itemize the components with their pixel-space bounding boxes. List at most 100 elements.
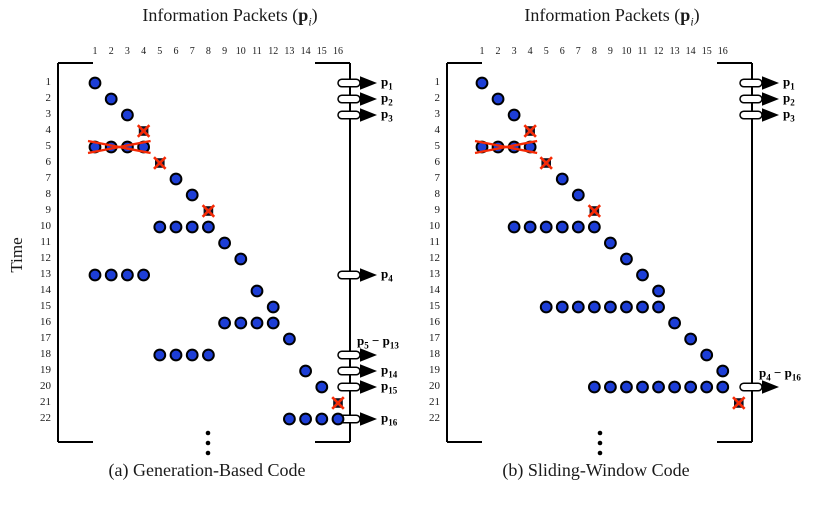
time-tick-label: 20 <box>40 380 51 392</box>
output-arrow-label: p14 <box>381 362 398 380</box>
packet-index-label: 16 <box>333 46 343 57</box>
time-tick-label: 1 <box>434 76 441 88</box>
packet-index-label: 4 <box>141 46 147 57</box>
time-tick-label: 8 <box>45 188 52 200</box>
packet-dot <box>283 412 296 426</box>
output-arrow-pipe <box>337 382 361 392</box>
output-arrow-label: p3 <box>381 106 393 124</box>
panel-b-title: Information Packets (pi) <box>524 5 700 29</box>
packet-dot <box>185 348 199 362</box>
packet-dot <box>315 380 329 394</box>
packet-dot <box>668 380 681 394</box>
packet-index-label: 12 <box>268 46 279 57</box>
packet-dot <box>620 300 633 314</box>
packet-index-label: 14 <box>685 46 696 57</box>
lost-packet-cross <box>201 204 216 218</box>
ellipsis-dot <box>597 440 603 446</box>
packet-dot <box>315 412 329 426</box>
packet-dot <box>185 220 199 234</box>
packet-index-label: 11 <box>252 46 262 57</box>
packet-dot <box>250 284 264 298</box>
output-arrow-pipe <box>739 78 763 88</box>
time-tick-label: 9 <box>434 204 441 216</box>
packet-dot <box>218 316 232 330</box>
time-tick-label: 3 <box>45 108 52 120</box>
packet-index-label: 4 <box>527 46 533 57</box>
packet-dot <box>604 380 617 394</box>
packet-dot <box>523 220 537 234</box>
time-tick-label: 13 <box>40 268 51 280</box>
packet-dot <box>234 316 248 330</box>
packet-dot <box>555 172 569 186</box>
time-tick-label: 13 <box>429 268 440 280</box>
packet-index-label: 2 <box>495 46 501 57</box>
time-tick-label: 16 <box>40 316 51 328</box>
packet-dot <box>234 252 248 266</box>
packet-dot <box>121 268 134 282</box>
time-tick-label: 1 <box>45 76 52 88</box>
output-arrow-head <box>360 92 377 106</box>
lost-packet-cross <box>732 396 746 410</box>
packet-dot <box>331 412 345 426</box>
output-arrow-label: p15 <box>381 378 398 396</box>
ellipsis-dot <box>597 450 603 456</box>
output-arrow-head <box>360 364 377 378</box>
time-tick-label: 12 <box>40 252 51 264</box>
packet-dot <box>652 380 665 394</box>
packet-dot <box>202 348 215 362</box>
packet-dot <box>250 316 264 330</box>
packet-index-label: 15 <box>316 46 327 57</box>
time-tick-label: 15 <box>40 300 51 312</box>
packet-dot <box>283 332 296 346</box>
time-tick-label: 22 <box>429 412 440 424</box>
time-tick-label: 7 <box>434 172 441 184</box>
packet-index-label: 8 <box>205 46 211 57</box>
packet-index-label: 7 <box>189 46 195 57</box>
packet-index-label: 1 <box>92 46 98 57</box>
packet-dot <box>507 108 521 122</box>
time-tick-label: 14 <box>429 284 440 296</box>
output-arrow-label: p2 <box>381 90 393 108</box>
packet-dot <box>620 380 633 394</box>
time-tick-label: 16 <box>429 316 440 328</box>
packet-dot <box>299 412 313 426</box>
packet-index-label: 13 <box>284 46 295 57</box>
packet-dot <box>104 268 118 282</box>
packet-dot <box>299 364 313 378</box>
packet-index-label: 15 <box>701 46 712 57</box>
output-arrow-pipe <box>337 78 361 88</box>
output-arrow-pipe <box>739 94 763 104</box>
packet-dot <box>604 300 617 314</box>
time-tick-label: 10 <box>429 220 440 232</box>
time-tick-label: 2 <box>45 92 52 104</box>
time-tick-label: 15 <box>429 300 440 312</box>
packet-dot <box>169 348 183 362</box>
output-arrow-pipe <box>337 110 361 120</box>
packet-dot <box>555 300 569 314</box>
time-tick-label: 3 <box>434 108 441 120</box>
packet-index-label: 6 <box>559 46 565 57</box>
packet-dot <box>555 220 569 234</box>
lost-packet-cross <box>153 156 167 170</box>
packet-dot <box>587 300 601 314</box>
packet-dot <box>153 220 167 234</box>
output-arrow-label: p4 <box>381 266 393 284</box>
packet-dot <box>137 268 151 282</box>
output-arrow-pipe <box>337 270 361 280</box>
time-tick-label: 4 <box>434 124 441 136</box>
packet-dot <box>104 92 118 106</box>
time-tick-label: 19 <box>429 364 440 376</box>
packet-dot <box>121 108 134 122</box>
packet-dot <box>652 284 665 298</box>
time-tick-label: 11 <box>429 236 440 248</box>
time-tick-label: 8 <box>434 188 441 200</box>
packet-dot <box>652 300 665 314</box>
packet-dot <box>587 220 601 234</box>
output-arrow-pipe <box>739 110 763 120</box>
packet-index-label: 5 <box>157 46 163 57</box>
packet-dot <box>636 268 649 282</box>
lost-coded-packet-cross <box>87 139 151 155</box>
time-tick-label: 20 <box>429 380 440 392</box>
time-tick-label: 21 <box>429 396 440 408</box>
